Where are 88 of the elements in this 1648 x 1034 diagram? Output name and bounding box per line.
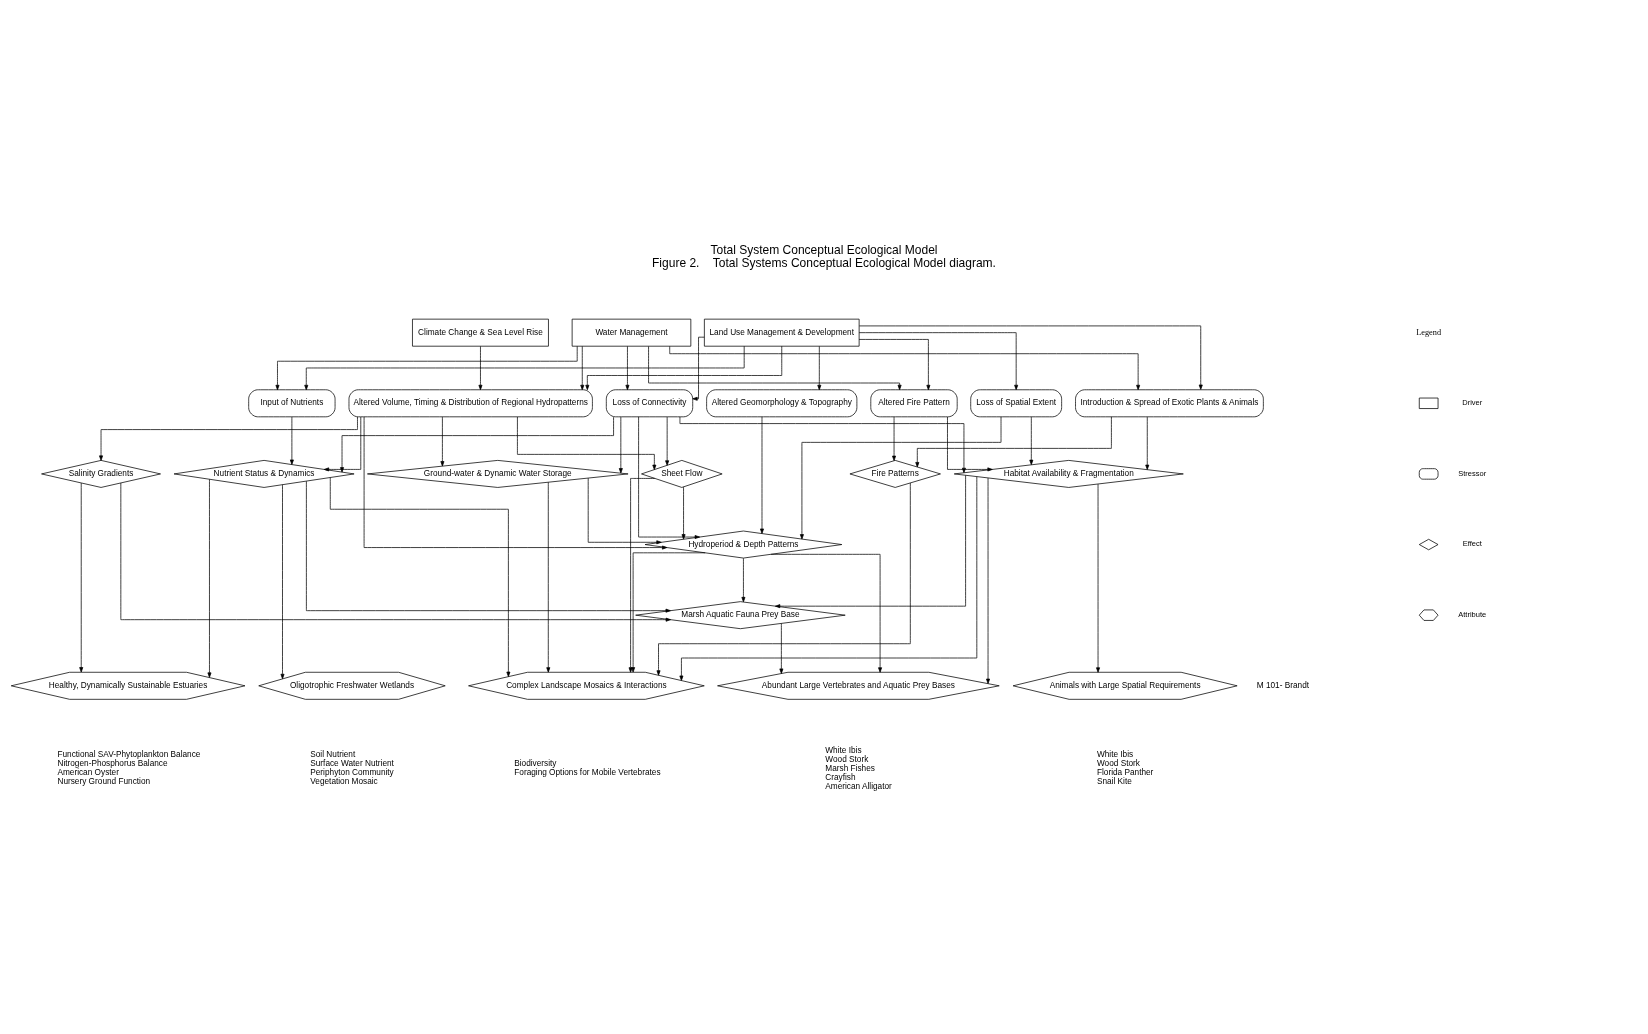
node-label: Foraging Options for Mobile Vertebrates: [514, 767, 661, 777]
node-box: Introduction & Spread of Exotic Plants & Animals: [1075, 388, 1264, 417]
arrow: [340, 416, 614, 472]
arrow: [289, 416, 294, 465]
node-box: Altered Fire Pattern: [870, 388, 958, 417]
caption: Figure 2. Total Systems Conceptual Ecological Model diagram.: [652, 255, 996, 270]
arrow: [79, 482, 84, 672]
arrow: [692, 336, 705, 401]
arrow: [120, 482, 671, 622]
node-label: Soil Nutrient: [310, 749, 356, 759]
arrow: [679, 475, 978, 681]
arrow: [770, 553, 883, 673]
node-label: Florida Panther: [1096, 767, 1154, 777]
arrow: [760, 415, 764, 534]
arrow: [306, 480, 671, 613]
node-box: Land Use Management & Development: [704, 318, 860, 347]
node-box: Altered Geomorphology & Topography: [706, 388, 858, 417]
arrow: [656, 482, 911, 676]
arrow: [1096, 483, 1100, 673]
node-label: Crayfish: [825, 772, 856, 782]
node-label: Biodiversity: [514, 758, 557, 768]
node-label: American Alligator: [825, 781, 892, 791]
arrow: [580, 345, 585, 390]
node-label: Periphyton Community: [310, 767, 394, 777]
arrow: [775, 474, 966, 608]
node-label: Surface Water Nutrient: [310, 758, 394, 768]
node-label: Marsh Fishes: [825, 763, 875, 773]
node-label: Snail Kite: [1096, 776, 1132, 786]
arrow: [546, 481, 551, 672]
arrow: [618, 416, 623, 473]
node-box: Altered Volume, Timing & Distribution of Regional Hydropatterns: [348, 388, 593, 417]
arrow: [681, 486, 686, 539]
arrow: [323, 416, 362, 471]
arrow: [517, 416, 657, 470]
arrow: [799, 416, 1002, 539]
arrow: [478, 345, 483, 390]
arrow: [304, 345, 745, 390]
arrow: [1029, 416, 1034, 465]
arrow: [858, 338, 931, 390]
arrow: [1145, 416, 1150, 470]
arrow: [741, 557, 746, 602]
node-label: Nitrogen-Phosphorus Balance: [57, 758, 168, 768]
arrow: [669, 345, 1141, 390]
node-label: Vegetation Mosaic: [310, 776, 378, 786]
legend-label: Attribute: [1458, 609, 1487, 619]
arrow: [363, 416, 668, 549]
arrow: [631, 551, 706, 672]
node-label: Wood Stork: [1096, 758, 1140, 768]
arrow: [947, 416, 993, 471]
arrow: [986, 477, 990, 684]
node-diamond: Salinity Gradients: [41, 459, 161, 488]
arrow: [99, 416, 358, 461]
node-box: Input of Nutrients: [248, 388, 336, 417]
label: M 101- Brandt: [1256, 680, 1310, 690]
diagram-title: Total System Conceptual Ecological Model: [710, 242, 938, 257]
arrow: [585, 345, 783, 390]
arrow: [587, 477, 662, 544]
node-box: Water Management: [571, 318, 692, 347]
arrow: [625, 345, 630, 390]
arrow: [207, 478, 212, 678]
arrow: [858, 331, 1019, 390]
arrow: [679, 416, 966, 473]
node-box: Climate Change & Sea Level Rise: [412, 318, 549, 347]
arrow: [628, 477, 656, 673]
arrow: [280, 483, 285, 679]
legend-label: Driver: [1462, 397, 1483, 407]
node-label: American Oyster: [57, 767, 119, 777]
arrow: [892, 416, 896, 461]
arrow: [915, 415, 1112, 467]
node-label: White Ibis: [825, 745, 862, 755]
arrow: [779, 622, 784, 674]
node-label: Wood Stork: [825, 754, 869, 764]
legend-label: Effect: [1462, 538, 1482, 548]
node-box: Loss of Spatial Extent: [970, 388, 1062, 417]
arrow: [817, 345, 822, 390]
label: Legend: [1416, 327, 1442, 337]
node-label: Nursery Ground Function: [57, 776, 151, 786]
arrow: [440, 416, 445, 466]
arrow: [665, 416, 670, 466]
arrow: [329, 476, 511, 677]
node-label: Functional SAV-Phytoplankton Balance: [57, 749, 201, 759]
arrow: [638, 416, 700, 539]
arrow: [858, 325, 1203, 390]
node-label: White Ibis: [1096, 749, 1134, 759]
arrow: [275, 345, 578, 390]
arrow: [648, 345, 902, 390]
node-box: Loss of Connectivity: [605, 388, 694, 417]
legend-label: Stressor: [1458, 468, 1487, 478]
